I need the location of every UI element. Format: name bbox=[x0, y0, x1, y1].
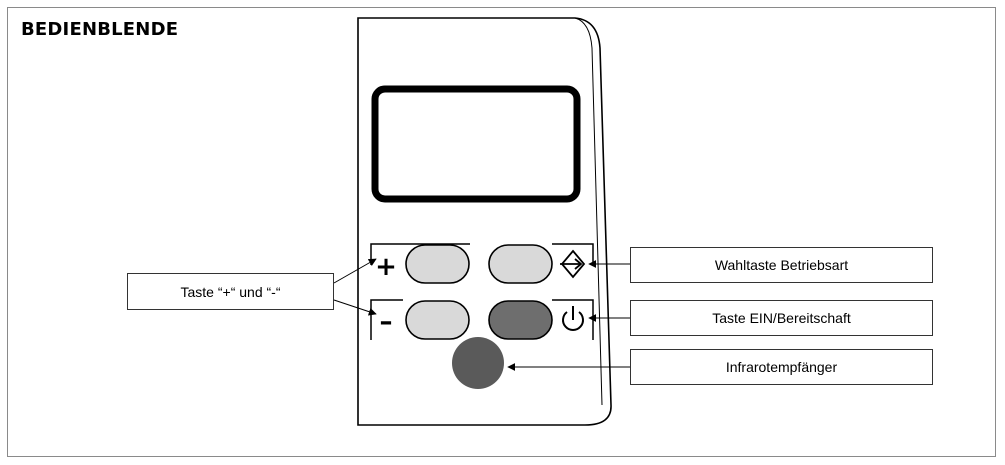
plus-symbol: + bbox=[375, 252, 397, 282]
callout-infrared: Infrarotempfänger bbox=[630, 349, 933, 385]
callout-power: Taste EIN/Bereitschaft bbox=[630, 300, 933, 336]
plus-button bbox=[405, 244, 470, 284]
mode-button bbox=[488, 244, 553, 284]
minus-button bbox=[405, 300, 470, 340]
leader-minus bbox=[333, 299, 377, 316]
figure-frame bbox=[7, 7, 996, 457]
bottom-left-bracket bbox=[370, 299, 403, 340]
figure-title: BEDIENBLENDE bbox=[21, 19, 179, 40]
callout-plus-minus: Taste “+“ und “-“ bbox=[127, 273, 334, 310]
power-icon bbox=[562, 306, 584, 331]
minus-symbol: – bbox=[380, 307, 393, 337]
mode-select-icon bbox=[560, 249, 586, 279]
power-button bbox=[488, 300, 553, 340]
leader-plus bbox=[333, 258, 377, 284]
top-right-bracket bbox=[552, 243, 594, 265]
display-screen bbox=[371, 85, 581, 203]
infrared-sensor bbox=[452, 337, 504, 389]
callout-mode-select: Wahltaste Betriebsart bbox=[630, 247, 933, 283]
top-left-bracket bbox=[370, 243, 470, 265]
bottom-right-bracket bbox=[552, 299, 594, 340]
panel-edge bbox=[574, 17, 603, 406]
